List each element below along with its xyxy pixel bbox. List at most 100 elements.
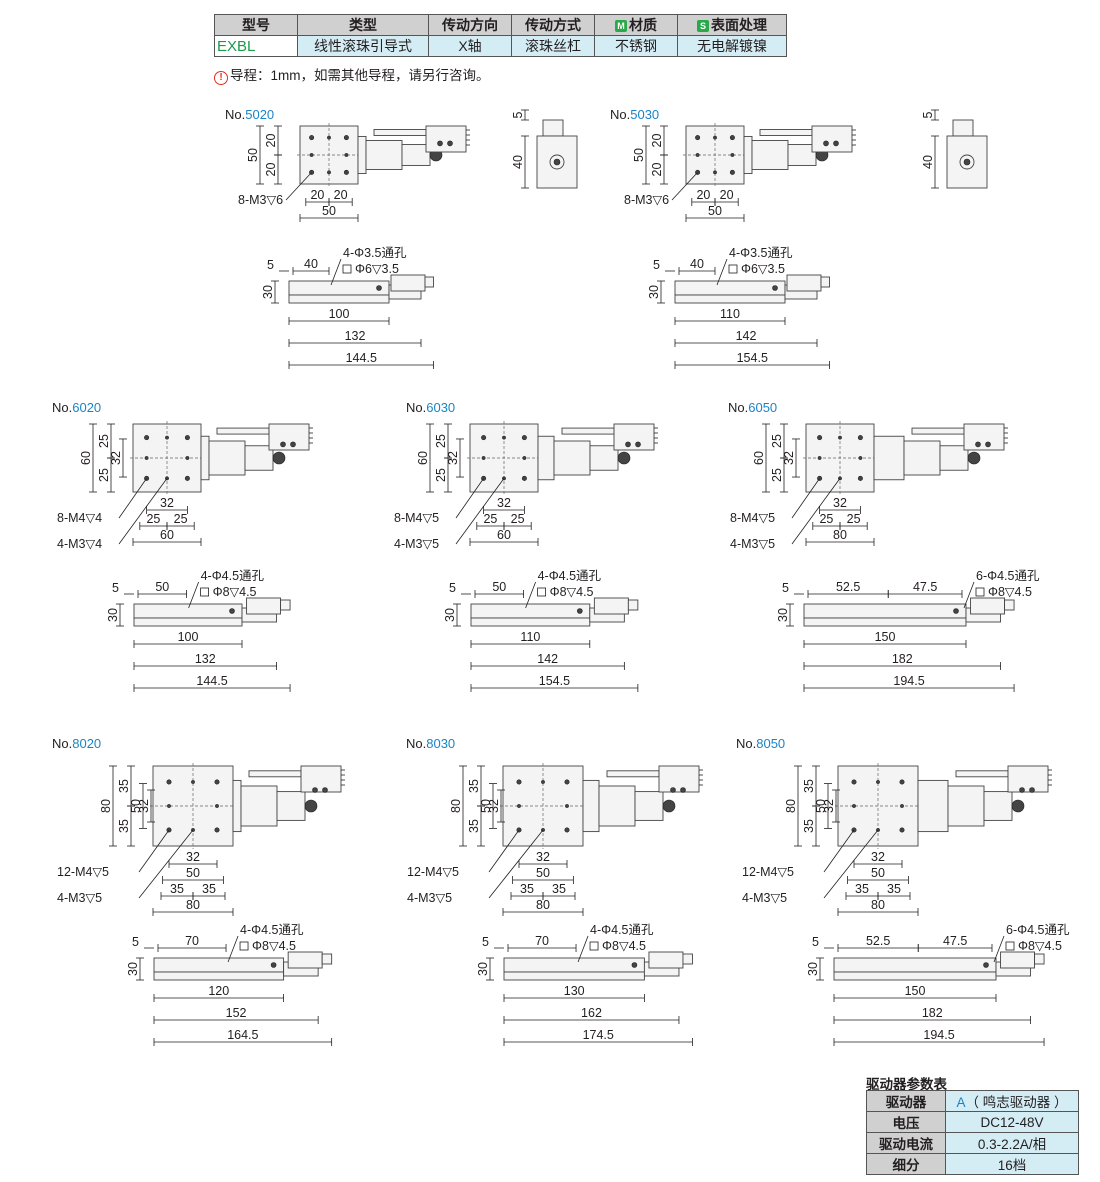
driver-box xyxy=(1000,951,1036,969)
dim-L2: 142 xyxy=(736,329,757,343)
dim-L3: 154.5 xyxy=(539,674,570,688)
knob-icon xyxy=(304,799,318,813)
dim-w00: 50 xyxy=(186,866,200,880)
end-view-drawing: 540 xyxy=(511,109,578,189)
dim-w00: 50 xyxy=(871,866,885,880)
dim-height: 80 xyxy=(784,799,798,813)
hole-callout: 12-M4▽5 xyxy=(57,865,109,879)
dim-L1: 100 xyxy=(329,307,350,321)
mount-hole xyxy=(713,135,717,140)
mount-hole xyxy=(167,804,171,808)
dim-a: 35 xyxy=(467,779,481,793)
dim-w2: 25 xyxy=(511,512,525,526)
mount-hole xyxy=(191,780,195,784)
motor-housing xyxy=(751,140,789,170)
mount-hole xyxy=(166,779,172,785)
motor-housing xyxy=(598,785,636,827)
motor-coupler xyxy=(634,791,664,821)
dim-side-b: 70 xyxy=(535,934,549,948)
dim-w2: 35 xyxy=(202,882,216,896)
dim-L2: 182 xyxy=(922,1006,943,1020)
dim-a: 25 xyxy=(97,434,111,448)
dim-L3: 194.5 xyxy=(923,1028,954,1042)
dim-a: 25 xyxy=(434,434,448,448)
mount-hole xyxy=(852,804,856,808)
dim-L1: 110 xyxy=(520,630,540,644)
knob-icon xyxy=(272,451,286,465)
dim-end-a: 5 xyxy=(921,111,935,118)
counterbore-callout: Φ8▽4.5 xyxy=(602,939,646,953)
dim-L2: 132 xyxy=(195,652,216,666)
dim-width: 60 xyxy=(160,528,174,542)
mount-hole xyxy=(343,169,349,175)
through-hole-callout: 6-Φ4.5通孔 xyxy=(1006,923,1070,937)
dim-L2: 182 xyxy=(892,652,913,666)
dim-width: 60 xyxy=(497,528,511,542)
mount-hole xyxy=(838,435,842,440)
mount-hole xyxy=(517,804,521,808)
mount-hole xyxy=(564,779,570,785)
mount-hole xyxy=(541,780,545,784)
microstep-key: 细分 xyxy=(866,1153,946,1175)
surface-value: 无电解镀镍 xyxy=(677,35,787,57)
counterbore-callout: Φ8▽4.5 xyxy=(1018,939,1062,953)
dim-w0: 32 xyxy=(833,496,847,510)
counterbore-callout: Φ8▽4.5 xyxy=(550,585,594,599)
hole-callout-2: 4-M3▽5 xyxy=(394,537,439,551)
model-code: EXBL xyxy=(214,35,298,57)
mount-hole xyxy=(309,153,314,157)
mount-hole xyxy=(876,780,880,784)
carriage xyxy=(833,957,997,973)
cable-arm xyxy=(606,770,660,778)
hole-callout: 12-M4▽5 xyxy=(742,865,794,879)
transmission-value: 滚珠丝杠 xyxy=(511,35,595,57)
base xyxy=(133,617,243,627)
mount-hole xyxy=(214,779,220,785)
dim-w0: 32 xyxy=(497,496,511,510)
dim-side-height: 30 xyxy=(106,608,120,622)
surface-badge-icon: S xyxy=(697,20,709,32)
dim-side-height: 30 xyxy=(443,608,457,622)
dim-L2: 162 xyxy=(581,1006,602,1020)
rail-body xyxy=(537,435,555,481)
dim-L3: 174.5 xyxy=(583,1028,614,1042)
through-hole-callout: 4-Φ3.5通孔 xyxy=(343,246,407,260)
end-knob xyxy=(1034,953,1045,965)
dim-height: 80 xyxy=(449,799,463,813)
mount-hole xyxy=(817,456,822,460)
through-hole-callout: 6-Φ4.5通孔 xyxy=(976,569,1040,583)
mount-hole xyxy=(899,779,905,785)
hole-callout-2: 4-M3▽4 xyxy=(57,537,102,551)
hole-callout: 8-M3▽6 xyxy=(238,193,283,207)
dim-b: 35 xyxy=(802,819,816,833)
dim-L2: 152 xyxy=(226,1006,247,1020)
mount-hole xyxy=(900,804,904,808)
dim-w0: 32 xyxy=(536,850,550,864)
dim-side-a: 5 xyxy=(449,581,456,595)
knob-icon xyxy=(662,799,676,813)
dim-d: 32 xyxy=(822,799,836,813)
dim-b: 20 xyxy=(650,163,664,177)
dim-b: 25 xyxy=(434,468,448,482)
header-transmission: 传动方式 xyxy=(511,14,595,36)
base xyxy=(153,971,285,981)
dim-width: 50 xyxy=(322,204,336,218)
model-label: No.5020 xyxy=(225,107,275,122)
driver-box xyxy=(390,274,426,292)
mount-hole xyxy=(817,435,823,441)
driver-box xyxy=(786,274,822,292)
base xyxy=(833,971,997,981)
end-knob xyxy=(820,276,830,288)
dim-L1: 150 xyxy=(875,630,896,644)
dim-w1: 25 xyxy=(146,512,160,526)
motor-coupler xyxy=(589,445,619,471)
end-knob xyxy=(627,599,639,611)
